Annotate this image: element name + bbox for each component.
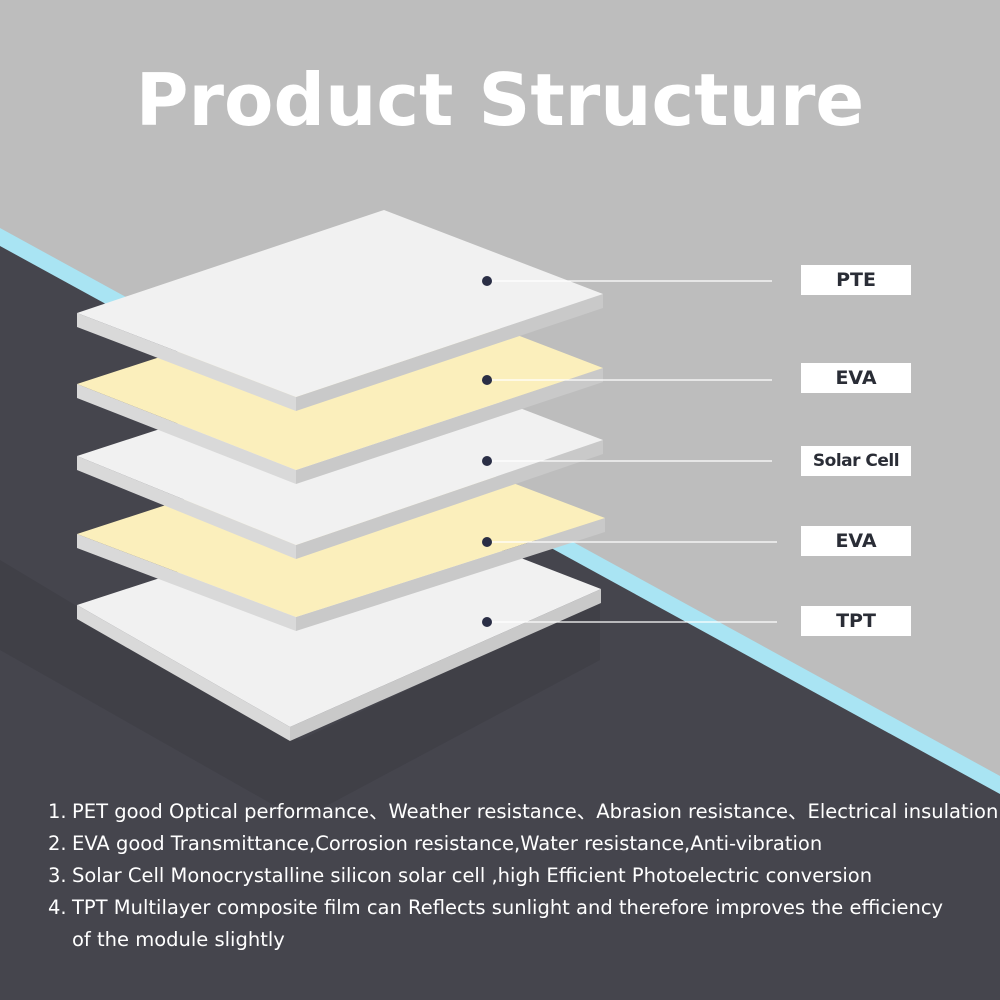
layer-slab-pte bbox=[77, 210, 603, 411]
layer-top-face bbox=[77, 210, 603, 397]
note-item: 1.PET good Optical performance、Weather r… bbox=[48, 796, 998, 828]
note-text: EVA good Transmittance,Corrosion resista… bbox=[72, 832, 823, 855]
layer-side-left bbox=[77, 384, 296, 484]
note-item: 3.Solar Cell Monocrystalline silicon sol… bbox=[48, 860, 978, 892]
note-text: PET good Optical performance、Weather res… bbox=[72, 800, 999, 823]
layer-side-left bbox=[77, 456, 296, 559]
note-number: 3. bbox=[48, 864, 67, 887]
layer-side-right bbox=[296, 368, 603, 484]
leader-dot-eva-top bbox=[482, 375, 492, 385]
layer-label-eva-bottom: EVA bbox=[801, 526, 911, 556]
note-text: of the module slightly bbox=[72, 928, 285, 951]
leader-dot-eva-bottom bbox=[482, 537, 492, 547]
leader-dot-solar-cell bbox=[482, 456, 492, 466]
layer-side-left bbox=[77, 605, 290, 741]
note-number: 2. bbox=[48, 832, 67, 855]
layer-side-right bbox=[296, 518, 605, 631]
layer-label-solar-cell: Solar Cell bbox=[801, 446, 911, 476]
feature-notes: 1.PET good Optical performance、Weather r… bbox=[48, 796, 998, 956]
note-number: 4. bbox=[48, 896, 67, 919]
layer-label-tpt: TPT bbox=[801, 606, 911, 636]
layer-label-eva-top: EVA bbox=[801, 363, 911, 393]
layer-label-pte: PTE bbox=[801, 265, 911, 295]
note-text: TPT Multilayer composite film can Reflec… bbox=[72, 896, 944, 919]
note-number: 1. bbox=[48, 800, 67, 823]
page-title: Product Structure bbox=[135, 58, 865, 142]
note-item: 2.EVA good Transmittance,Corrosion resis… bbox=[48, 828, 978, 860]
layer-side-left bbox=[77, 313, 296, 411]
note-text: Solar Cell Monocrystalline silicon solar… bbox=[72, 864, 873, 887]
leader-dot-tpt bbox=[482, 617, 492, 627]
note-item-continuation: of the module slightly bbox=[48, 924, 978, 956]
layer-side-left bbox=[77, 534, 296, 631]
stack-shadow bbox=[0, 560, 600, 820]
layer-side-right bbox=[290, 589, 601, 741]
layer-side-right bbox=[296, 440, 603, 559]
note-item: 4.TPT Multilayer composite film can Refl… bbox=[48, 892, 978, 924]
layer-side-right bbox=[296, 294, 603, 411]
leader-dot-pte bbox=[482, 276, 492, 286]
